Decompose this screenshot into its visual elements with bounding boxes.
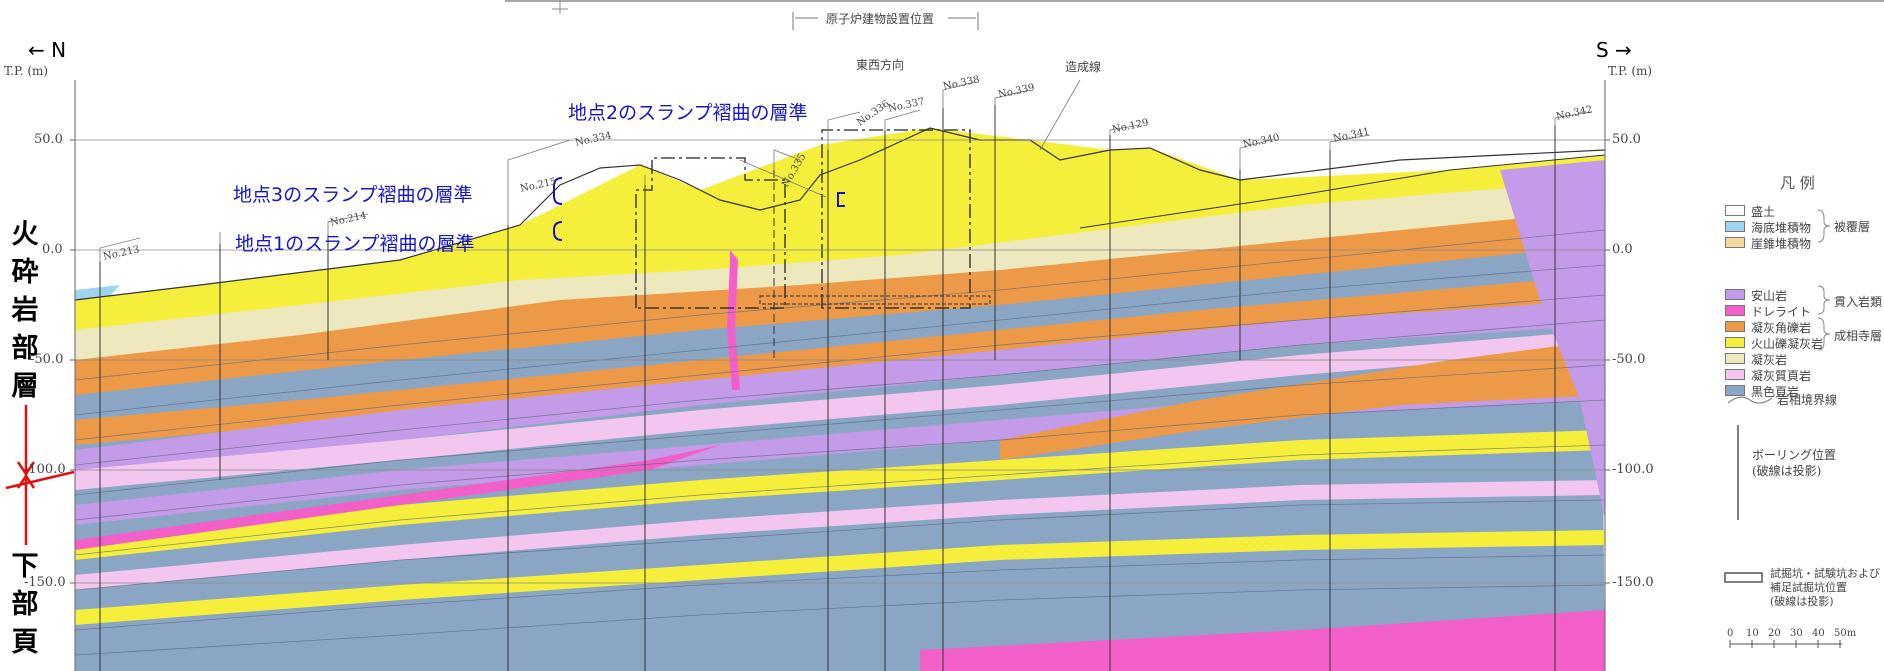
legend-facies-boundary: 岩相境界線	[1777, 393, 1838, 407]
legend-swatch	[1725, 321, 1745, 332]
reactor-position-label: 原子炉建物設置位置	[826, 12, 935, 26]
legend-swatch	[1725, 221, 1745, 232]
left-tick-50: 50.0	[34, 132, 63, 147]
legend-swatch	[1725, 205, 1745, 216]
left-tick-minus100: -100.0	[24, 462, 66, 477]
legend-swatch	[1725, 385, 1745, 396]
south-direction-label: S →	[1596, 38, 1632, 62]
legend-swatch	[1725, 305, 1745, 316]
legend-group-joshoji: 成相寺層	[1834, 329, 1883, 343]
right-tick-minus100: -100.0	[1612, 462, 1654, 477]
right-tick-minus50: -50.0	[1612, 352, 1646, 367]
right-tick-50: 50.0	[1612, 132, 1641, 147]
point2-slump-annotation: 地点2のスランプ褶曲の層準	[568, 102, 808, 124]
point1-slump-annotation: 地点1のスランプ褶曲の層準	[235, 233, 475, 255]
legend-swatch	[1725, 337, 1745, 348]
right-axis-title: T.P. (m)	[1608, 64, 1653, 78]
left-tick-0: 0.0	[42, 242, 63, 257]
legend-swatch	[1725, 369, 1745, 380]
scale-tick: 10	[1746, 628, 1759, 639]
point3-slump-annotation: 地点3のスランプ褶曲の層準	[233, 184, 473, 206]
scale-tick: 50m	[1834, 628, 1857, 639]
upper-formation-label: 火 砕 岩 部 層	[11, 219, 39, 402]
scale-tick: 30	[1790, 628, 1803, 639]
scale-tick: 40	[1812, 628, 1825, 639]
legend-swatch	[1725, 237, 1745, 248]
fill-line-label: 造成線	[1065, 60, 1102, 74]
legend-swatch	[1725, 289, 1745, 300]
right-tick-0: 0.0	[1612, 242, 1633, 257]
legend-swatch	[1725, 353, 1745, 364]
legend-boring-note: (破線は投影)	[1752, 464, 1822, 478]
left-tick-minus150: -150.0	[24, 575, 66, 590]
left-axis-title: T.P. (m)	[4, 64, 49, 78]
right-tick-minus150: -150.0	[1612, 575, 1654, 590]
scale-tick: 20	[1768, 628, 1781, 639]
legend-group-cover: 被覆層	[1834, 220, 1871, 234]
legend-pit-supplement: 補足試掘坑位置	[1770, 581, 1847, 594]
legend-pit-position: 試掘坑・試験坑および	[1770, 567, 1880, 580]
left-tick-minus50: -50.0	[30, 352, 64, 367]
lower-formation-label: 下 部 頁	[11, 551, 39, 658]
legend-boring-position: ボーリング位置	[1752, 448, 1837, 462]
legend-group-intrusive: 貫入岩類	[1834, 295, 1883, 309]
legend-pit-note: (破線は投影)	[1770, 595, 1834, 608]
legend-title: 凡 例	[1780, 174, 1815, 192]
east-west-label: 東西方向	[856, 58, 905, 72]
scale-tick: 0	[1727, 628, 1734, 639]
north-direction-label: ← N	[28, 38, 67, 62]
